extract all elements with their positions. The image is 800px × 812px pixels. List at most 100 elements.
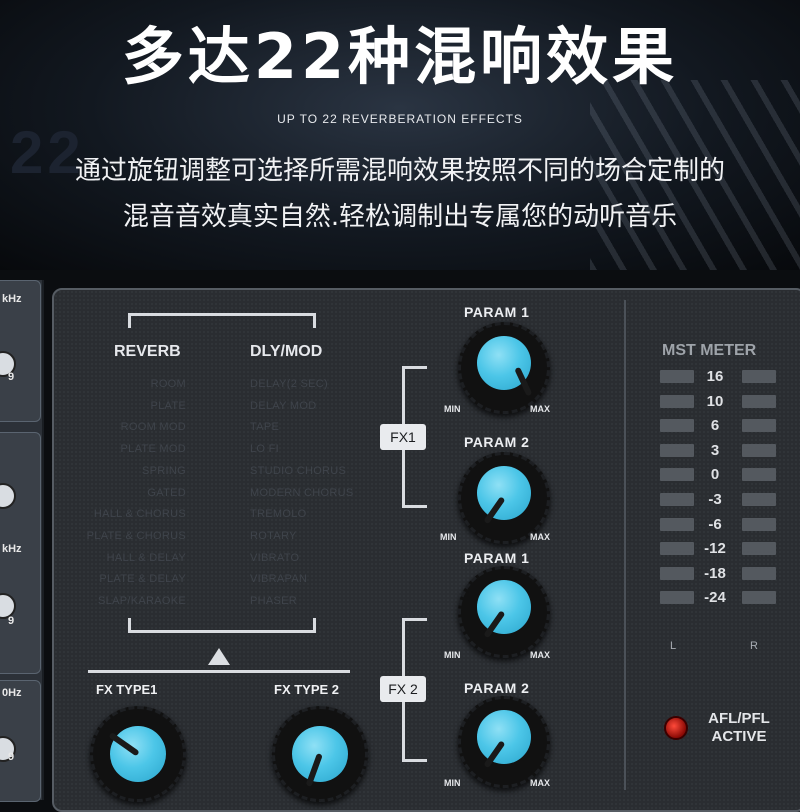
effect-list-item: GATED xyxy=(147,486,186,499)
fx2-param1-label: PARAM 1 xyxy=(464,550,530,566)
fx-type1-label: FX TYPE1 xyxy=(96,682,158,697)
meter-level-label: -12 xyxy=(704,540,726,558)
effect-list-item: HALL & DELAY xyxy=(106,551,186,564)
page-title: 多达22种混响效果 xyxy=(121,20,679,93)
dly-mod-header: DLY/MOD xyxy=(250,343,323,360)
fx2-param2-knob[interactable] xyxy=(458,696,550,788)
effect-list-item: ROTARY xyxy=(250,529,297,542)
effects-list-bracket-top xyxy=(128,313,316,328)
hero-background-number: 22 xyxy=(10,119,85,186)
meter-led-left xyxy=(660,468,694,482)
meter-led-right xyxy=(742,542,776,556)
meter-led-right xyxy=(742,394,776,408)
afl-pfl-led-icon xyxy=(664,716,688,740)
fx1-param2-min: MIN xyxy=(440,532,457,542)
page-subtitle: UP TO 22 REVERBERATION EFFECTS xyxy=(277,112,523,126)
fx-type2-knob[interactable] xyxy=(272,706,368,802)
meter-led-left xyxy=(660,493,694,506)
meter-level-label: -18 xyxy=(704,564,726,582)
reverb-header: REVERB xyxy=(114,343,181,360)
meter-led-right xyxy=(742,517,776,531)
meter-led-right xyxy=(742,493,776,506)
fx1-param1-max: MAX xyxy=(530,404,550,414)
freq-label-1: kHz xyxy=(2,293,22,305)
fx-type-divider xyxy=(88,670,350,673)
fx1-param1-min: MIN xyxy=(444,404,461,414)
selector-triangle-icon xyxy=(208,648,230,665)
fx1-label: FX1 xyxy=(380,424,426,450)
meter-led-left xyxy=(660,419,694,433)
effect-list-item: TAPE xyxy=(250,421,280,434)
meter-right-label: R xyxy=(750,640,758,652)
hero-banner: 22 xyxy=(0,0,800,270)
meter-divider xyxy=(624,300,626,790)
meter-led-right xyxy=(742,370,776,383)
fx-type2-label: FX TYPE 2 xyxy=(274,682,340,697)
meter-led-right xyxy=(742,591,776,605)
eq-knob-1[interactable] xyxy=(0,351,16,377)
effect-list-item: HALL & CHORUS xyxy=(93,508,186,521)
meter-led-left xyxy=(660,591,694,605)
fx1-param2-max: MAX xyxy=(530,532,550,542)
fx2-label: FX 2 xyxy=(380,676,426,702)
fx1-param1-knob[interactable] xyxy=(458,322,550,414)
fx2-param2-label: PARAM 2 xyxy=(464,680,530,696)
effect-list-item: ROOM xyxy=(150,378,186,390)
meter-led-left xyxy=(660,370,694,383)
effect-list-item: TREMOLO xyxy=(250,508,307,521)
effect-list-item: PHASER xyxy=(250,595,298,607)
afl-pfl-label: AFL/PFL xyxy=(708,710,770,727)
effect-list-item: MODERN CHORUS xyxy=(250,486,354,499)
meter-level-label: 10 xyxy=(706,392,724,410)
effects-list-bracket-bottom xyxy=(128,618,316,633)
effect-list-item: PLATE & CHORUS xyxy=(86,529,186,542)
effect-list-item: PLATE MOD xyxy=(120,443,186,456)
effect-list-item: STUDIO CHORUS xyxy=(250,464,347,477)
fx2-param1-min: MIN xyxy=(444,650,461,660)
description-line-2: 混音音效真实自然.轻松调制出专属您的动听音乐 xyxy=(122,202,678,232)
meter-left-label: L xyxy=(670,640,677,652)
fx1-param2-label: PARAM 2 xyxy=(464,434,530,450)
effect-list-item: DELAY(2 SEC) xyxy=(250,378,328,390)
eq-scale-2: 9 xyxy=(8,615,15,627)
meter-led-right xyxy=(742,468,776,482)
freq-label-2: kHz xyxy=(2,543,22,555)
afl-active-label: ACTIVE xyxy=(711,728,767,745)
eq-knob-2a[interactable] xyxy=(0,483,16,509)
meter-level-label: -24 xyxy=(704,589,726,607)
meter-level-label: 3 xyxy=(710,441,720,459)
eq-scale-1: 9 xyxy=(8,371,15,383)
meter-level-label: 6 xyxy=(710,417,720,435)
fx2-param2-max: MAX xyxy=(530,778,550,788)
eq-knob-2b[interactable] xyxy=(0,593,16,619)
meter-level-label: 16 xyxy=(706,368,724,385)
effect-list-item: SPRING xyxy=(142,464,186,477)
effect-list-item: ROOM MOD xyxy=(120,421,186,434)
meter-led-left xyxy=(660,443,694,457)
meter-led-right xyxy=(742,566,776,580)
meter-led-right xyxy=(742,419,776,433)
hero-flag-graphic xyxy=(590,80,800,270)
fx1-param1-label: PARAM 1 xyxy=(464,304,530,320)
effect-list-item: VIBRAPAN xyxy=(250,573,308,586)
effect-list-item: PLATE & DELAY xyxy=(99,573,186,586)
meter-led-left xyxy=(660,566,694,580)
meter-level-label: -6 xyxy=(708,515,722,533)
fx2-param2-min: MIN xyxy=(444,778,461,788)
freq-label-3: 0Hz xyxy=(2,687,22,699)
fx1-param2-knob[interactable] xyxy=(458,452,550,544)
meter-led-left xyxy=(660,394,694,408)
meter-level-label: 0 xyxy=(710,466,720,484)
meter-led-left xyxy=(660,542,694,556)
adjacent-channel-strip: kHz 9 kHz 9 0Hz 9 xyxy=(0,280,44,802)
fx-type1-knob[interactable] xyxy=(90,706,186,802)
effect-list-item: LO FI xyxy=(250,443,280,456)
fx2-param1-knob[interactable] xyxy=(458,566,550,658)
eq-knob-3[interactable] xyxy=(0,736,16,762)
eq-scale-3: 9 xyxy=(8,751,15,763)
eq-cell-2: kHz 9 xyxy=(0,432,41,674)
description-line-1: 通过旋钮调整可选择所需混响效果按照不同的场合定制的 xyxy=(74,156,725,186)
effect-list-item: DELAY MOD xyxy=(250,399,317,412)
fx2-param1-max: MAX xyxy=(530,650,550,660)
eq-cell-1: kHz 9 xyxy=(0,280,41,422)
